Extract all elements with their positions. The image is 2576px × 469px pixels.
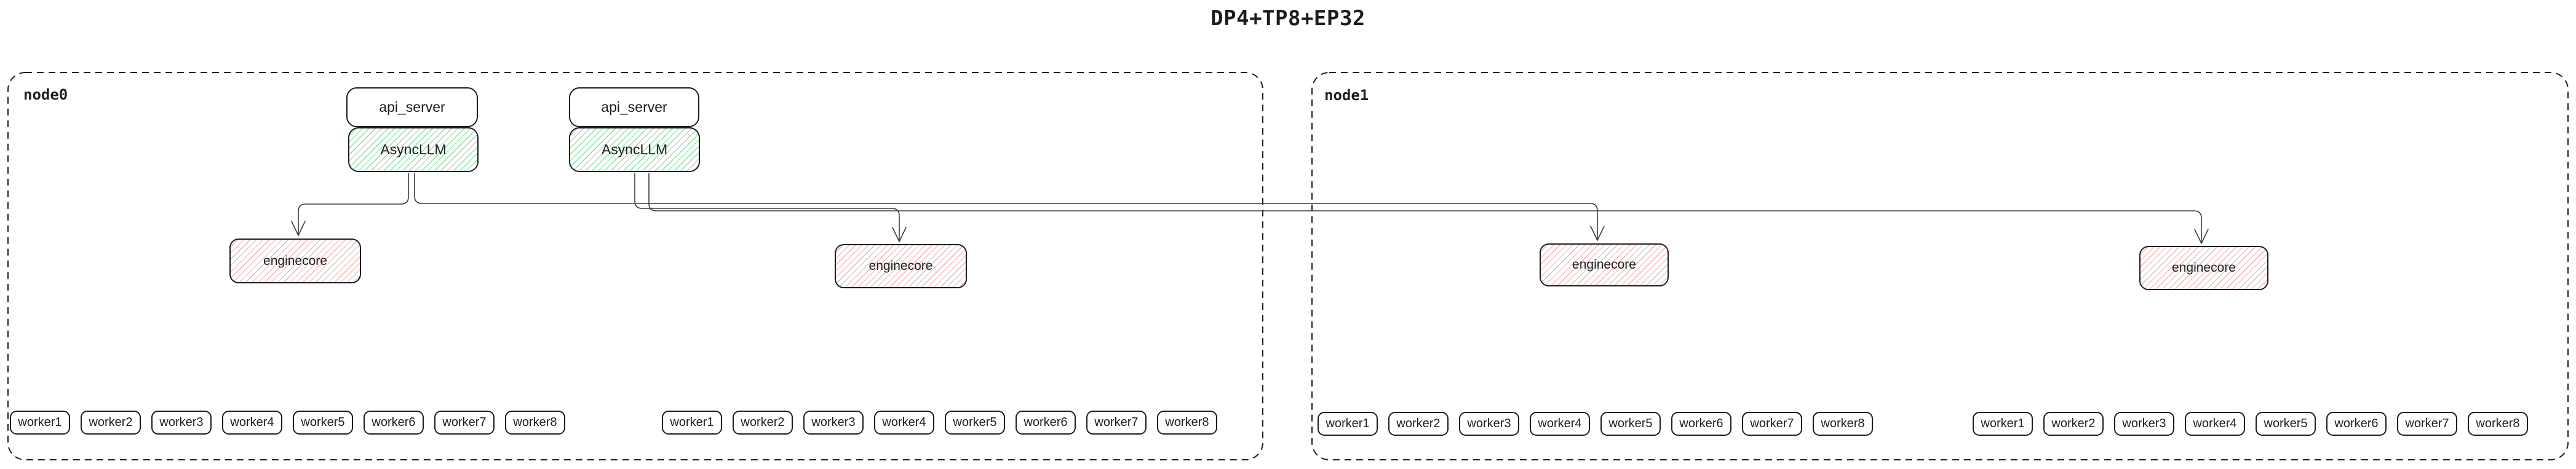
api-server-2-label: api_server [601,99,667,115]
node0-enginecore-2-label: enginecore [869,259,933,273]
worker-box: worker8 [1813,412,1873,436]
node1-enginecore-2-box: enginecore [2139,246,2268,290]
worker-box: worker4 [222,411,282,435]
async-llm-2-label: AsyncLLM [601,141,668,157]
worker-box: worker4 [874,411,934,435]
worker-box: worker5 [1600,412,1661,436]
wire-asyncllm1-to-enginecore1 [298,173,409,234]
arrowhead-enginecore4 [2194,229,2209,244]
worker-box: worker4 [1530,412,1590,436]
worker-box: worker3 [1459,412,1519,436]
node0-enginecore-1-box: enginecore [229,238,361,283]
wire-asyncllm2-to-enginecore2 [634,173,900,240]
worker-box: worker1 [10,411,70,435]
worker-box: worker2 [733,411,793,435]
worker-box: worker5 [945,411,1005,435]
worker-box: worker4 [2185,412,2245,436]
node1-dashed-border [1311,72,2569,460]
worker-box: worker6 [1671,412,1731,436]
worker-box: worker7 [434,411,495,435]
async-llm-1-box: AsyncLLM [348,127,479,172]
arrowhead-enginecore3 [1590,226,1605,241]
api-server-1-box: api_server [346,87,478,127]
node1-enginecore-1-box: enginecore [1540,243,1669,286]
worker-box: worker3 [151,411,212,435]
worker-box: worker7 [1086,411,1147,435]
api-server-2-box: api_server [569,87,699,127]
node0-worker-group-2: worker1 worker2 worker3 worker4 worker5 worke… [662,411,1217,435]
worker-box: worker8 [2468,412,2528,436]
node0-enginecore-1-label: enginecore [263,253,327,268]
worker-box: worker8 [1157,411,1217,435]
api-server-1-label: api_server [379,99,445,115]
async-llm-2-box: AsyncLLM [569,127,700,172]
node0-enginecore-2-box: enginecore [835,244,967,288]
node1-enginecore-2-label: enginecore [2172,261,2236,275]
node1-enginecore-1-label: enginecore [1572,258,1636,272]
node0-worker-group-1: worker1 worker2 worker3 worker4 worker5 worke… [10,411,565,435]
worker-box: worker6 [2326,412,2387,436]
arrowhead-enginecore1 [291,221,306,236]
worker-box: worker7 [2397,412,2457,436]
worker-box: worker5 [293,411,353,435]
worker-box: worker2 [2043,412,2104,436]
worker-box: worker6 [364,411,424,435]
worker-box: worker2 [81,411,141,435]
worker-box: worker1 [1973,412,2033,436]
wire-asyncllm2-to-enginecore4 [648,173,2202,242]
worker-box: worker7 [1742,412,1802,436]
node1-worker-group-1: worker1 worker2 worker3 worker4 worker5 worke… [1318,412,1873,436]
wire-asyncllm1-to-enginecore3 [414,173,1598,240]
node0-label: node0 [23,86,68,103]
node1-label: node1 [1324,87,1369,104]
worker-box: worker1 [662,411,722,435]
arrowhead-enginecore2 [892,227,907,242]
worker-box: worker1 [1318,412,1378,436]
async-llm-1-label: AsyncLLM [380,141,447,157]
worker-box: worker2 [1388,412,1449,436]
worker-box: worker3 [2114,412,2174,436]
worker-box: worker3 [803,411,864,435]
worker-box: worker5 [2256,412,2316,436]
node1-worker-group-2: worker1 worker2 worker3 worker4 worker5 worke… [1973,412,2528,436]
worker-box: worker6 [1016,411,1076,435]
worker-box: worker8 [505,411,565,435]
diagram-title: DP4+TP8+EP32 [1210,6,1366,31]
